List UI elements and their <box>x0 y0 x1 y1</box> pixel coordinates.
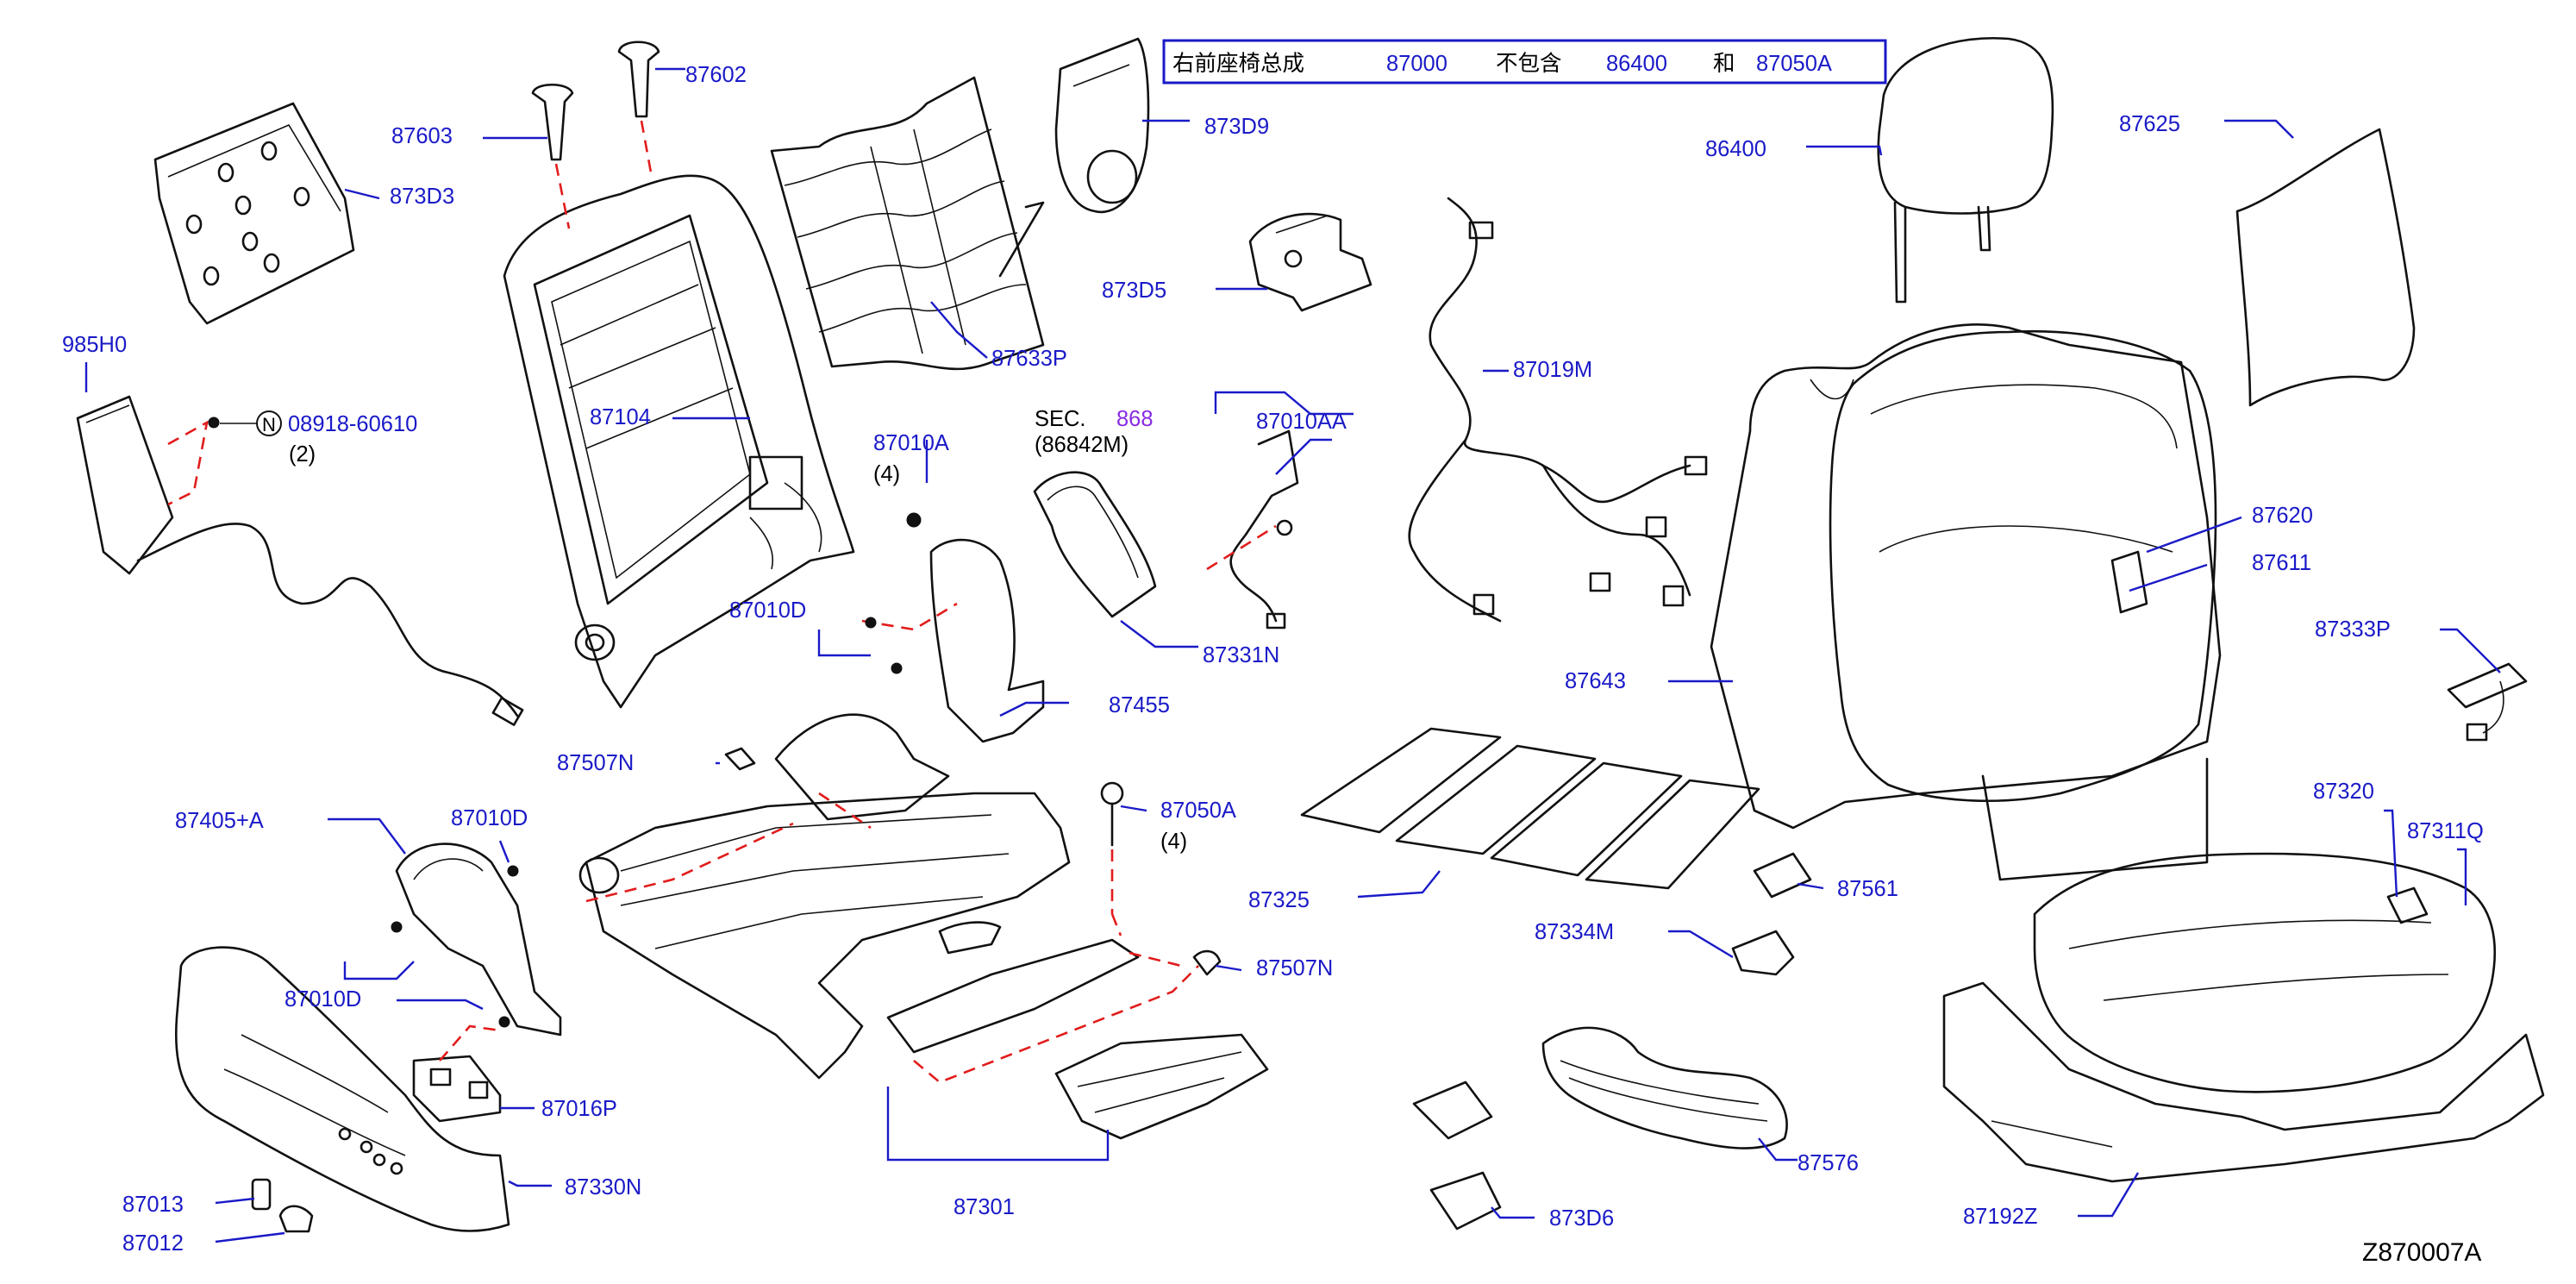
motor-bracket-87405A <box>391 842 562 1037</box>
back-board-873D3 <box>153 102 355 325</box>
switch-87016P <box>412 1016 510 1123</box>
side-finisher-87330N <box>174 946 510 1232</box>
belt-buckle-87010AA <box>1206 429 1299 629</box>
label-87192Z: 87192Z <box>1963 1205 2038 1229</box>
bolt-87050A <box>1100 781 1124 914</box>
qty-fastener: (2) <box>289 442 316 467</box>
cushion-trim <box>1942 852 2545 1183</box>
label-87334M: 87334M <box>1535 920 1614 944</box>
label-87507N-a: 87507N <box>557 751 634 775</box>
back-pad-87643 <box>1710 323 2222 830</box>
label-87013: 87013 <box>122 1193 184 1217</box>
power-unit <box>1054 1033 1269 1140</box>
label-87643: 87643 <box>1565 669 1626 693</box>
label-87301: 87301 <box>953 1195 1015 1219</box>
label-87333P: 87333P <box>2315 617 2391 642</box>
label-87010D-a: 87010D <box>729 598 806 623</box>
header-headrest-code: 86400 <box>1606 52 1667 76</box>
header-assembly-code: 87000 <box>1386 52 1447 76</box>
seatback-frame-87104 <box>503 174 855 709</box>
label-87104: 87104 <box>590 405 651 429</box>
lumbar-unit-873D5 <box>1248 212 1372 312</box>
label-87507N-b: 87507N <box>1256 956 1333 980</box>
section-number: 868 <box>1116 407 1154 431</box>
label-87611: 87611 <box>2252 551 2311 575</box>
spring-mat-87633P <box>770 76 1045 371</box>
label-87576: 87576 <box>1798 1151 1859 1175</box>
section-prefix: SEC. <box>1035 407 1086 431</box>
label-873D3: 873D3 <box>390 185 454 209</box>
headrest-guides <box>531 41 660 229</box>
label-87633P: 87633P <box>991 347 1067 371</box>
label-87010A: 87010A <box>873 431 949 455</box>
label-08918-60610: 08918-60610 <box>288 412 417 436</box>
headrest-86400 <box>1877 37 2054 304</box>
label-985H0: 985H0 <box>62 333 127 357</box>
label-87010D-b: 87010D <box>451 806 528 830</box>
clips-87507N <box>724 747 1222 976</box>
side-bracket-87455 <box>861 512 1045 743</box>
header-exclude-text: 不包含 <box>1496 52 1562 76</box>
label-87012: 87012 <box>122 1231 184 1256</box>
header-belt-code: 87050A <box>1756 52 1832 76</box>
qty-87050A: (4) <box>1160 830 1187 854</box>
label-87016P: 87016P <box>541 1097 617 1121</box>
label-873D6: 873D6 <box>1549 1206 1614 1231</box>
back-panel-87625 <box>2235 128 2416 407</box>
header-box <box>1162 39 1887 85</box>
back-trim <box>1829 329 2217 881</box>
lumbar-parts <box>1412 852 1812 1231</box>
label-873D9: 873D9 <box>1204 115 1269 139</box>
label-87010AA: 87010AA <box>1256 410 1347 434</box>
cover-873D9 <box>1054 37 1150 214</box>
label-87602: 87602 <box>685 63 747 87</box>
cushion-frame <box>578 713 1199 1084</box>
header-assembly-text: 右前座椅总成 <box>1172 52 1304 76</box>
label-86400: 86400 <box>1705 137 1766 161</box>
label-87325: 87325 <box>1248 888 1310 912</box>
assembly-header: 右前座椅总成 87000 不包含 86400 和 87050A <box>1162 39 1887 85</box>
figure-code: Z870007A <box>2362 1238 2481 1267</box>
label-87455: 87455 <box>1109 693 1170 717</box>
label-87019M: 87019M <box>1513 358 1592 382</box>
label-87625: 87625 <box>2119 112 2180 136</box>
back-trim-87331N <box>1033 471 1157 618</box>
side-airbag-985H0 <box>76 395 524 726</box>
qty-87010A: (4) <box>873 462 900 486</box>
heater-pads-87325 <box>1300 727 1760 890</box>
label-87010D-c: 87010D <box>284 987 361 1012</box>
label-87050A: 87050A <box>1160 799 1236 823</box>
callouts: 87603 87602 873D3 873D9 873D5 87633P 985… <box>62 63 2484 1256</box>
section-sub: (86842M) <box>1035 433 1129 457</box>
label-873D5: 873D5 <box>1102 279 1166 303</box>
leader-lines <box>84 67 2501 1243</box>
strap-87333P <box>2447 662 2528 742</box>
label-87330N: 87330N <box>565 1175 641 1199</box>
label-87561: 87561 <box>1837 877 1898 901</box>
knobs-87013-87012 <box>251 1178 314 1233</box>
label-87331N: 87331N <box>1203 643 1279 667</box>
wiring-harness-87019M <box>1408 197 1708 623</box>
label-87320: 87320 <box>2313 780 2374 804</box>
fastener-symbol: N <box>262 414 276 435</box>
label-87603: 87603 <box>391 124 453 148</box>
fastener-callout: N 08918-60610 (2) <box>220 410 417 467</box>
section-reference: SEC. 868 (86842M) <box>1035 407 1154 457</box>
label-87405A: 87405+A <box>175 809 264 833</box>
label-87620: 87620 <box>2252 504 2313 528</box>
header-and-text: 和 <box>1713 52 1735 76</box>
label-87311Q: 87311Q <box>2407 819 2484 843</box>
